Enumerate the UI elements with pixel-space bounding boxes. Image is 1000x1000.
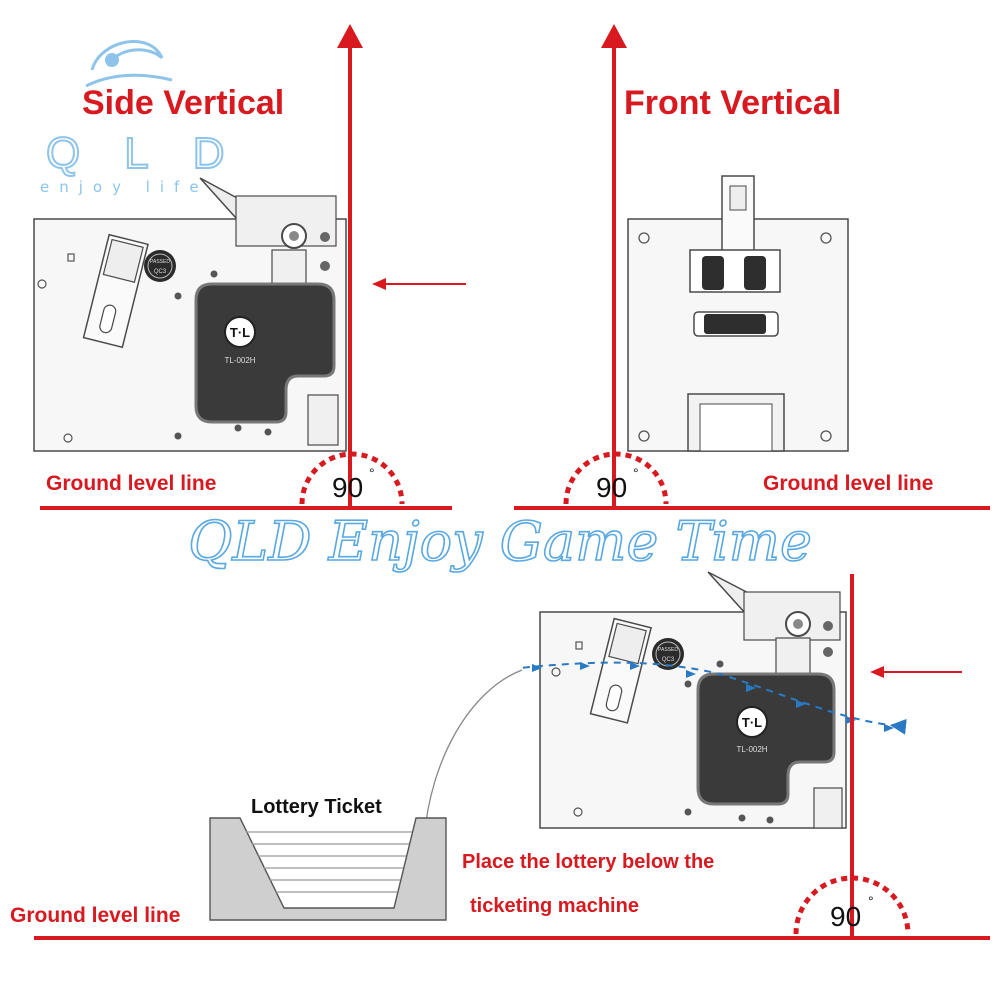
install-instruction-line2: ticketing machine: [470, 895, 639, 917]
ticket-flow-path: [519, 661, 907, 735]
lottery-ticket-label: Lottery Ticket: [251, 796, 382, 818]
ticket-drop-curve: [423, 669, 523, 841]
side-tl-badge: [224, 316, 256, 348]
svg-text:T·L: T·L: [742, 715, 762, 730]
front-view-device: [627, 175, 849, 452]
logo-tagline: enjoy life: [40, 178, 209, 196]
svg-text:PASSED: PASSED: [150, 259, 170, 265]
svg-text:QC3: QC3: [662, 657, 675, 663]
install-model-text: TL-002H: [736, 745, 767, 754]
front-ground-label: Ground level line: [763, 472, 933, 495]
svg-text:PASSED: PASSED: [658, 647, 678, 653]
swimmer-icon: [85, 40, 173, 88]
side-angle-arc: [299, 451, 405, 505]
side-dark-housing: [194, 282, 336, 424]
watermark-text: QLD Enjoy Game Time: [188, 510, 812, 573]
front-angle-arc: [563, 451, 669, 505]
qld-logo: QLD enjoy life: [40, 40, 268, 196]
front-degree-sign: °: [633, 465, 639, 481]
svg-text:QC3: QC3: [154, 269, 167, 275]
install-instruction-line1: Place the lottery below the: [462, 851, 714, 873]
side-latch-bracket: [307, 394, 339, 446]
svg-text:T·L: T·L: [230, 325, 250, 340]
side-model-text: TL-002H: [224, 356, 255, 365]
side-angle-value: 90: [332, 472, 363, 503]
install-degree-sign: °: [868, 893, 874, 909]
lottery-ticket-bin: [209, 817, 447, 921]
front-vertical-guide: [601, 24, 627, 508]
front-roller-left: [702, 256, 724, 290]
front-roller-right: [744, 256, 766, 290]
side-ground-label: Ground level line: [46, 472, 216, 495]
install-tl-badge: [736, 706, 768, 738]
install-lever: [589, 617, 652, 724]
install-direction-arrow: [870, 666, 962, 678]
side-vertical-title: Side Vertical: [82, 84, 284, 122]
side-degree-sign: °: [369, 465, 375, 481]
side-vertical-guide: [337, 24, 363, 508]
install-ground-label: Ground level line: [10, 904, 180, 927]
logo-letters: QLD: [46, 129, 268, 178]
side-lever: [82, 233, 149, 349]
side-direction-arrow: [372, 278, 466, 290]
front-vertical-title: Front Vertical: [624, 84, 841, 122]
install-angle-value: 90: [830, 901, 861, 932]
install-view-device: PASSED QC3 T·L TL-002H: [539, 571, 847, 829]
front-angle-value: 90: [596, 472, 627, 503]
install-angle-arc: [793, 875, 911, 935]
side-view-device: PASSED QC3 T·L TL-002H: [33, 177, 347, 452]
install-dark-housing: [696, 672, 836, 806]
side-qc-stamp: PASSED QC3: [144, 250, 176, 282]
